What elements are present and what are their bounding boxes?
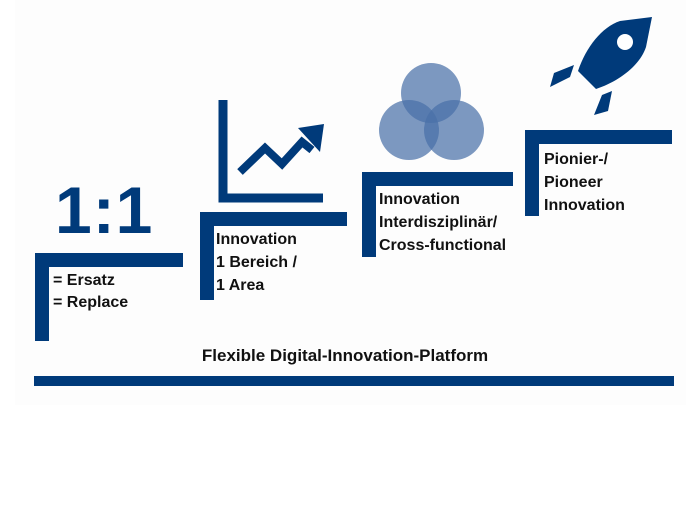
step-1-line-2: = Replace — [53, 294, 129, 311]
step-2-line-2: 1 Bereich / — [216, 254, 297, 271]
step-3-riser — [362, 172, 376, 257]
one-to-one-label: 1:1 — [55, 173, 154, 247]
venn-circles-icon — [379, 63, 484, 160]
step-1-line-1: = Ersatz — [53, 272, 115, 289]
step-3-line-2: Interdisziplinär/ — [379, 214, 498, 231]
growth-chart-icon — [218, 100, 324, 203]
platform-label: Flexible Digital-Innovation-Platform — [201, 346, 489, 365]
step-4-line-3: Innovation — [544, 197, 625, 214]
step-3-line-1: Innovation — [379, 191, 460, 208]
diagram-canvas — [15, 0, 686, 405]
step-2-riser — [200, 212, 214, 300]
step-2-line-1: Innovation — [216, 231, 297, 248]
step-4-line-1: Pionier-/ — [544, 151, 609, 168]
platform-base-bar — [34, 376, 674, 386]
step-2-line-3: 1 Area — [216, 277, 265, 294]
step-3-tread — [362, 172, 513, 186]
step-3-line-3: Cross-functional — [379, 237, 507, 254]
step-1-tread — [35, 253, 183, 267]
step-4-riser — [525, 130, 539, 216]
step-4-tread — [525, 130, 672, 144]
step-2-tread — [200, 212, 347, 226]
step-1-riser — [35, 253, 49, 341]
step-4-line-2: Pioneer — [544, 174, 603, 191]
rocket-icon — [550, 17, 652, 115]
